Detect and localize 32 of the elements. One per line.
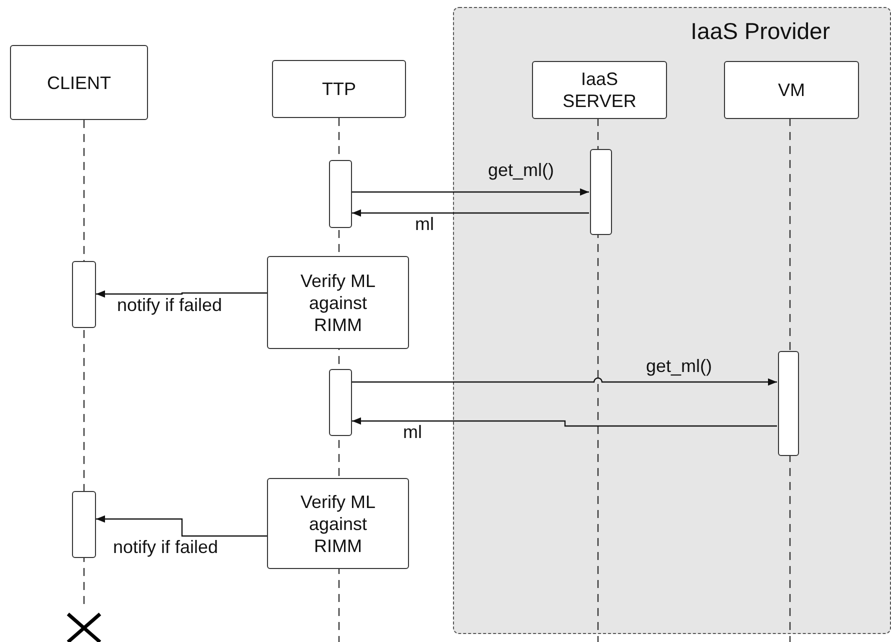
- message-arrow: [352, 417, 777, 427]
- edge-label: notify if failed: [117, 295, 222, 316]
- edge-label: get_ml(): [488, 160, 554, 181]
- group-title: IaaS Provider: [690, 18, 830, 45]
- activation-bar: [590, 149, 612, 235]
- participant-box: [272, 60, 406, 118]
- activation-bar: [72, 491, 96, 558]
- node-label: CLIENT: [46, 72, 112, 94]
- edge-label: get_ml(): [646, 356, 712, 377]
- participant-box: [724, 61, 859, 119]
- group-container: [453, 7, 891, 634]
- activation-bar: [778, 351, 799, 456]
- node-label: Verify ML against RIMM: [299, 270, 377, 336]
- message-arrow: [352, 378, 777, 386]
- activation-bar: [72, 261, 96, 328]
- activation-bar: [329, 160, 352, 228]
- message-arrow: [352, 188, 589, 196]
- process-box: [267, 256, 409, 349]
- message-arrow: [96, 290, 267, 298]
- message-arrow: [352, 209, 589, 217]
- participant-box: [10, 45, 148, 120]
- participant-box: [532, 61, 667, 119]
- node-label: Verify ML against RIMM: [299, 490, 377, 556]
- node-label: VM: [777, 79, 806, 101]
- message-arrow: [96, 515, 267, 537]
- edge-label: notify if failed: [113, 537, 218, 558]
- activation-bar: [329, 369, 352, 436]
- node-label: IaaS SERVER: [562, 68, 638, 112]
- node-label: TTP: [321, 78, 357, 100]
- edge-label: ml: [415, 214, 434, 235]
- process-box: [267, 478, 409, 569]
- edge-label: ml: [403, 422, 422, 443]
